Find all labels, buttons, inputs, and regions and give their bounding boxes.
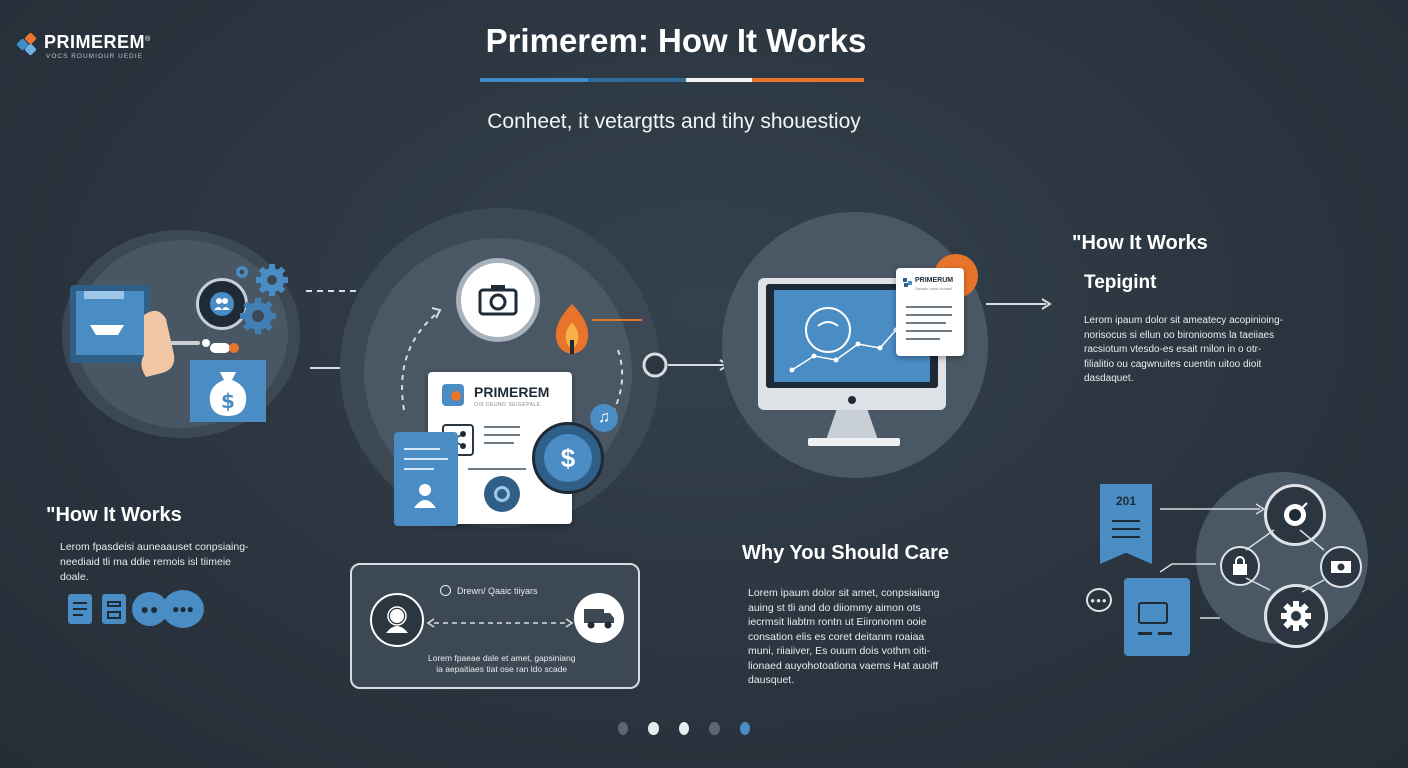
- right-section-subheading: Tepigint: [1084, 272, 1157, 293]
- report-card: PRIMERUM Sainaiu omia diobaei: [896, 268, 964, 356]
- card-logo-icon: [442, 384, 464, 406]
- truck-icon: [574, 593, 624, 643]
- middle-section-heading: Why You Should Care: [742, 542, 950, 564]
- page-title: Primerem: How It Works: [485, 22, 867, 59]
- target-icon: [484, 476, 520, 512]
- support-agent-icon: [370, 593, 424, 647]
- report-brand: PRIMERUM: [915, 277, 954, 284]
- svg-text:$: $: [221, 389, 235, 413]
- document-icon: [68, 594, 92, 624]
- logo-tagline: VOCS ROUMIOUR UEDIE: [46, 53, 144, 60]
- gears-icon: [236, 264, 288, 334]
- doc-connector: [1160, 503, 1266, 515]
- logo-mark-icon: [16, 32, 37, 56]
- network-links: [1245, 529, 1325, 593]
- flame-icon: [555, 304, 642, 354]
- cash-icon: [1320, 546, 1362, 588]
- document-tag-icon: 201: [1100, 484, 1152, 564]
- camera-icon: [456, 258, 540, 342]
- page-dot-4[interactable]: [709, 721, 720, 735]
- card-brand-sub: OIS DEUNO SEIGEPALE: [474, 402, 541, 408]
- left-section-icons: ●● ●●●: [68, 590, 208, 630]
- info-box: Drewn/ Qaaic tiiyars Lorem fpaeae dale e…: [350, 563, 640, 689]
- target-hit-icon: [1264, 484, 1326, 546]
- chat-connector: [1160, 563, 1220, 619]
- money-bag-icon: $: [190, 360, 266, 422]
- pill-icon: [210, 343, 239, 353]
- speech-bubble-icon: ●●●: [1086, 588, 1112, 612]
- dollar-gear-icon: $: [532, 422, 604, 494]
- left-section-heading: "How It Works: [46, 504, 182, 526]
- profile-doc-icon: [394, 432, 458, 526]
- trend-chart-icon: [789, 307, 899, 373]
- pin-icon: [440, 585, 451, 596]
- chat-bubble-icon: ●●●: [162, 590, 204, 628]
- page-dot-2[interactable]: [648, 721, 659, 735]
- report-brand-sub: Sainaiu omia diobaei: [915, 286, 953, 291]
- page-subtitle: Conheet, it vetargtts and tihy shouestio…: [487, 110, 861, 133]
- users-icon: [196, 278, 248, 330]
- middle-section-body: Lorem ipaum dolor sit amet, conpsiaiiang…: [748, 587, 940, 686]
- center-connector: [642, 352, 730, 378]
- document-number: 201: [1115, 494, 1137, 508]
- monitor-stand: [826, 410, 878, 440]
- monitor-base: [808, 438, 900, 446]
- form-icon: [102, 594, 126, 624]
- settings-gear-icon: [1264, 584, 1328, 648]
- title-accent-bar: [480, 78, 864, 82]
- page-dot-5[interactable]: [739, 721, 751, 735]
- chat-document-icon: [1124, 578, 1190, 656]
- right-section-body: Lerom ipaum dolor sit ameatecy acopinioi…: [1084, 315, 1283, 384]
- lock-icon: [1220, 546, 1260, 586]
- music-note-icon: ♫: [590, 404, 618, 432]
- info-box-header: Drewn/ Qaaic tiiyars: [440, 585, 538, 596]
- logo[interactable]: PRIMEREM® VOCS ROUMIOUR UEDIE: [16, 30, 176, 64]
- left-section-body: Lerom fpasdeisi auneaauset conpsiaing- n…: [60, 541, 249, 583]
- page-dot-1[interactable]: [618, 721, 629, 735]
- dots-chat-icon: ●●: [132, 592, 168, 626]
- tablet-hand-icon: [70, 285, 210, 377]
- info-box-caption: Lorem fpaeae dale et amet, gapsiniang ia…: [428, 653, 576, 674]
- logo-wordmark: PRIMEREM®: [44, 32, 151, 52]
- right-section-heading: "How It Works: [1072, 232, 1208, 254]
- right-connector: [986, 298, 1052, 310]
- pagination: [618, 720, 751, 736]
- page-dot-3[interactable]: [678, 721, 690, 735]
- two-way-arrow: [426, 618, 574, 628]
- card-brand: PRIMEREM: [474, 384, 550, 400]
- cycle-arrows: [401, 307, 624, 411]
